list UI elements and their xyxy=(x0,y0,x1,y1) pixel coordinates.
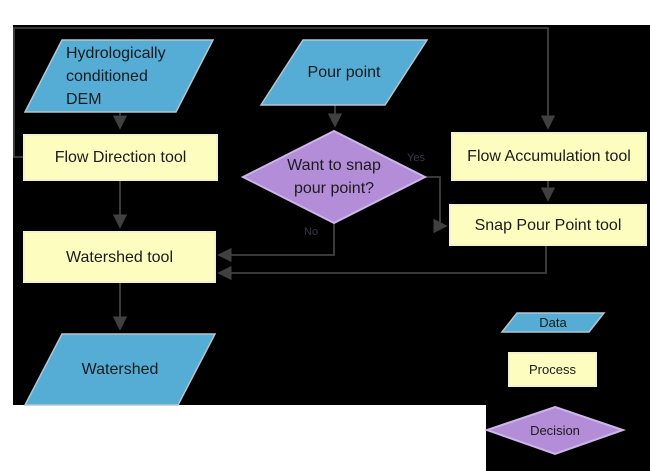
dem-parallelogram xyxy=(23,39,215,113)
flow-accumulation-label: Flow Accumulation tool xyxy=(467,148,631,165)
watershed-parallelogram xyxy=(23,333,217,406)
legend-decision-diamond xyxy=(483,405,627,456)
edge-decision-yes-to-snap-pour-point xyxy=(425,176,448,234)
snap-pour-point-label: Snap Pour Point tool xyxy=(474,216,622,234)
legend-process-box xyxy=(508,352,597,387)
legend-data-parallelogram xyxy=(500,312,606,333)
edge-snap-pour-point-to-watershed-tool xyxy=(217,245,547,281)
watershed-tool-label: Watershed tool xyxy=(65,248,173,266)
dem-label: Hydrologically conditioned DEM xyxy=(66,45,166,108)
watershed-tool-box xyxy=(23,231,216,283)
pour-point-parallelogram xyxy=(259,39,429,106)
yes-branch-label: Yes xyxy=(407,152,425,164)
legend-decision-label: Decision xyxy=(530,422,580,438)
decision-diamond xyxy=(240,129,428,225)
edge-decision-no-to-watershed-tool xyxy=(217,223,335,263)
legend-process-label: Process xyxy=(529,361,576,377)
no-branch-label: No xyxy=(304,226,319,238)
edge-flow-direction-to-flow-accumulation xyxy=(13,27,556,158)
flow-accumulation-box xyxy=(451,132,647,181)
pour-point-label: Pour point xyxy=(307,64,381,81)
decision-label: Want to snap pour point? xyxy=(287,157,381,197)
flow-direction-box xyxy=(23,134,218,181)
legend-data-label: Data xyxy=(539,314,567,330)
flow-direction-label: Flow Direction tool xyxy=(54,149,187,166)
snap-pour-point-box xyxy=(449,204,647,246)
watershed-label: Watershed xyxy=(81,361,159,378)
